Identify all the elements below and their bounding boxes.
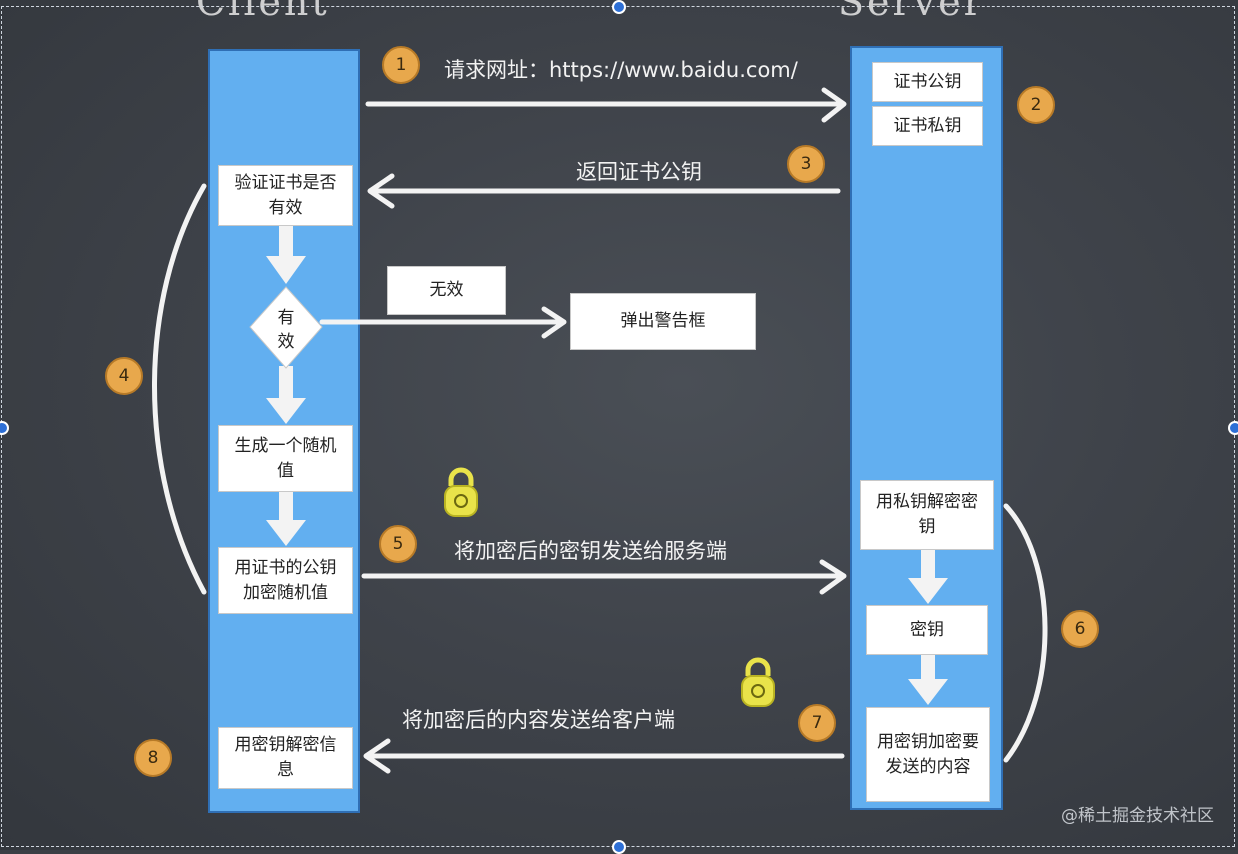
resize-handle-bottom[interactable] <box>612 840 626 854</box>
step-badge-5: 5 <box>379 525 417 563</box>
return-cert-arrowhead <box>367 173 395 209</box>
lock-icon <box>444 467 478 517</box>
step-badge-6: 6 <box>1061 610 1099 648</box>
step-badge-8: 8 <box>134 739 172 777</box>
step-badge-7: 7 <box>798 704 836 742</box>
encrypt-random-box: 用证书的公钥加密随机值 <box>218 547 353 614</box>
step-badge-1: 1 <box>382 46 420 84</box>
resize-handle-top[interactable] <box>612 0 626 14</box>
client-heading: Client <box>196 0 330 24</box>
alert-box: 弹出警告框 <box>570 293 756 350</box>
decrypt-info-box: 用密钥解密信息 <box>218 727 353 789</box>
server-heading: Server <box>838 0 985 24</box>
send-content-arrowhead <box>363 738 391 774</box>
request-arrowhead <box>821 87 847 123</box>
client-loop-curve <box>152 183 207 595</box>
server-loop-curve <box>1003 503 1048 763</box>
step-badge-4: 4 <box>105 357 143 395</box>
step-badge-2: 2 <box>1017 86 1055 124</box>
resize-handle-right[interactable] <box>1228 421 1238 435</box>
watermark: @稀土掘金技术社区 <box>1061 806 1214 826</box>
down-arrow-1 <box>266 256 306 284</box>
down-arrow-4 <box>908 578 948 604</box>
down-arrow-3 <box>266 520 306 546</box>
encrypt-content-box: 用密钥加密要发送的内容 <box>866 707 990 802</box>
decrypt-key-box: 用私钥解密密钥 <box>860 480 994 550</box>
key-box: 密钥 <box>866 605 988 655</box>
step-5-label: 将加密后的密钥发送给服务端 <box>454 539 727 563</box>
private-key-box: 证书私钥 <box>872 106 983 146</box>
step-3-label: 返回证书公钥 <box>576 160 702 184</box>
step-1-label: 请求网址：https://www.baidu.com/ <box>444 58 798 82</box>
public-key-box: 证书公钥 <box>872 62 983 102</box>
verify-certificate-box: 验证证书是否有效 <box>218 165 353 226</box>
resize-handle-left[interactable] <box>0 421 9 435</box>
send-key-arrowhead <box>819 559 847 595</box>
invalid-arrowhead <box>541 306 567 339</box>
down-arrow-5 <box>908 679 948 705</box>
step-7-label: 将加密后的内容发送给客户端 <box>402 708 675 732</box>
invalid-label-box: 无效 <box>387 266 506 315</box>
valid-decision-diamond <box>249 286 323 369</box>
step-badge-3: 3 <box>787 145 825 183</box>
valid-decision-label: 有效 <box>277 308 295 352</box>
down-arrow-2 <box>266 398 306 424</box>
generate-random-box: 生成一个随机值 <box>218 425 353 492</box>
lock-icon <box>741 657 775 707</box>
